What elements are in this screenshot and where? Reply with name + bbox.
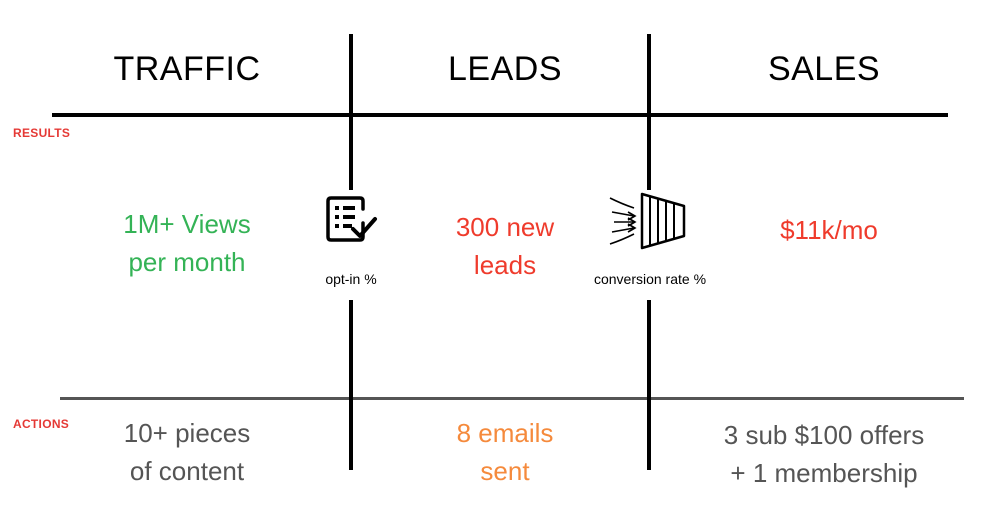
action-leads: 8 emails sent (355, 414, 655, 490)
result-sales-line-1: $11k/mo (780, 215, 878, 245)
action-sales: 3 sub $100 offers + 1 membership (674, 416, 974, 492)
results-divider-line (52, 113, 948, 117)
action-leads-line-2: sent (480, 456, 530, 486)
column-divider-2-bottom (647, 300, 651, 470)
column-header-sales: SALES (767, 50, 881, 88)
action-sales-line-1: 3 sub $100 offers (723, 420, 925, 450)
column-header-leads: LEADS (448, 50, 562, 88)
funnel-icon (604, 190, 688, 252)
result-traffic: 1M+ Views per month (37, 205, 337, 281)
action-traffic-line-1: 10+ pieces (123, 418, 251, 448)
action-traffic-line-2: of content (129, 456, 245, 486)
conversion-rate-label: conversion rate % (593, 271, 707, 287)
action-sales-line-2: + 1 membership (730, 458, 918, 488)
result-traffic-line-2: per month (128, 247, 246, 277)
actions-divider-line (60, 397, 964, 400)
row-label-results: RESULTS (13, 126, 71, 140)
action-traffic: 10+ pieces of content (37, 414, 337, 490)
result-leads-line-2: leads (473, 250, 537, 280)
column-divider-1-top (349, 34, 353, 190)
result-leads: 300 new leads (355, 208, 655, 284)
column-divider-1-bottom (349, 300, 353, 470)
row-label-actions: ACTIONS (13, 417, 70, 431)
column-divider-2-top (647, 34, 651, 190)
optin-rate-label: opt-in % (325, 271, 377, 287)
column-header-traffic: TRAFFIC (113, 50, 261, 88)
result-leads-line-1: 300 new (455, 212, 555, 242)
result-sales: $11k/mo (679, 211, 979, 249)
action-leads-line-1: 8 emails (456, 418, 554, 448)
checklist-icon (323, 193, 379, 249)
result-traffic-line-1: 1M+ Views (123, 209, 251, 239)
